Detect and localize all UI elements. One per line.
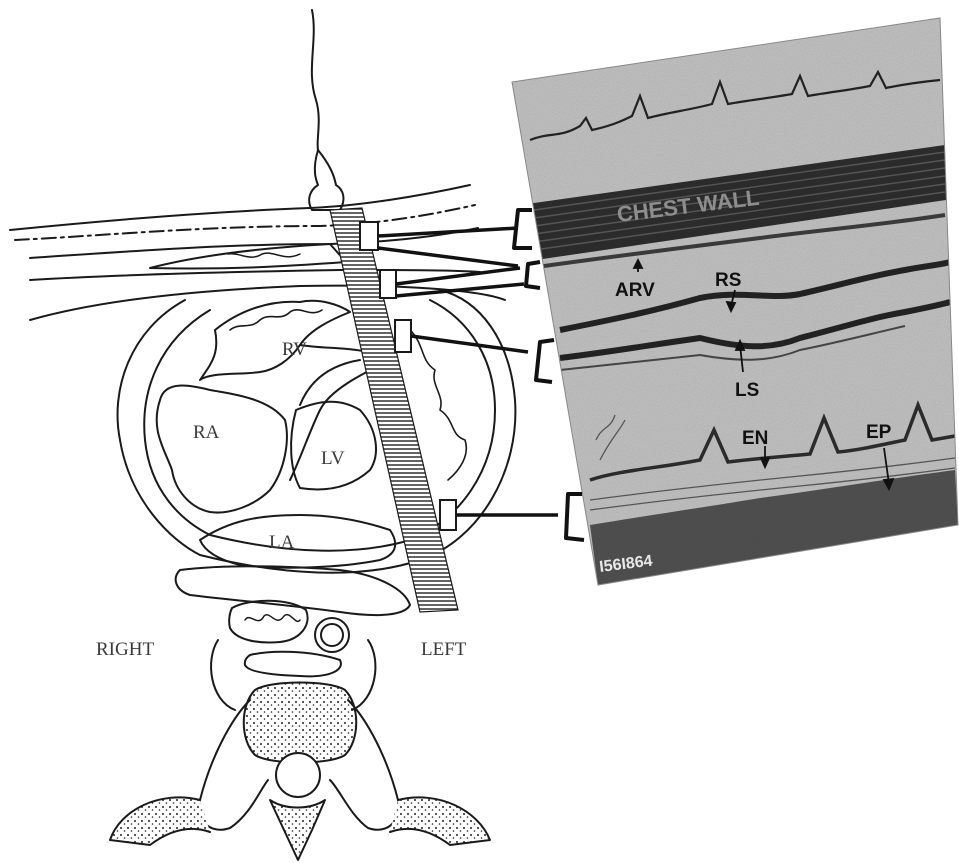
transducer-head [309,150,343,210]
aorta-inner [321,624,343,646]
bracket-rv [526,262,540,288]
label-rs: RS [715,270,741,291]
septum-inner [300,360,360,405]
skin-line [10,185,470,230]
label-ls: LS [735,380,759,401]
pleura-line [30,270,480,280]
label-la: LA [269,532,295,553]
spine-left-rib [110,797,210,845]
spinous-process [270,800,325,860]
descending-aorta [176,566,410,615]
bracket-septum [536,340,554,382]
label-right: RIGHT [96,639,154,660]
marker-chest-wall [360,222,378,250]
label-rv: RV [282,339,307,360]
paraspinal-right [352,640,375,710]
label-ep: EP [866,422,892,443]
transducer-cable [312,10,319,150]
label-en: EN [742,428,768,449]
ra-chamber [157,386,287,513]
anatomy-drawing [10,10,515,860]
bracket-lv-wall [566,494,584,540]
spine-right-rib [390,797,490,845]
label-left: LEFT [421,639,467,660]
marker-rv-wall [380,270,396,298]
la-chamber [200,515,395,568]
vertebra-texture [245,615,300,622]
bracket-chest-wall [514,210,532,248]
marker-lv-wall [440,500,456,530]
marker-septum [395,320,411,352]
vertebral-body [244,683,357,763]
label-ra: RA [193,422,220,443]
paraspinal-left [211,640,235,710]
label-arv: ARV [615,280,655,301]
spinal-canal [276,753,320,797]
spinal-bridge [245,652,341,677]
rv-chamber [200,301,350,380]
label-lv: LV [321,448,345,469]
rib-texture [228,253,300,257]
